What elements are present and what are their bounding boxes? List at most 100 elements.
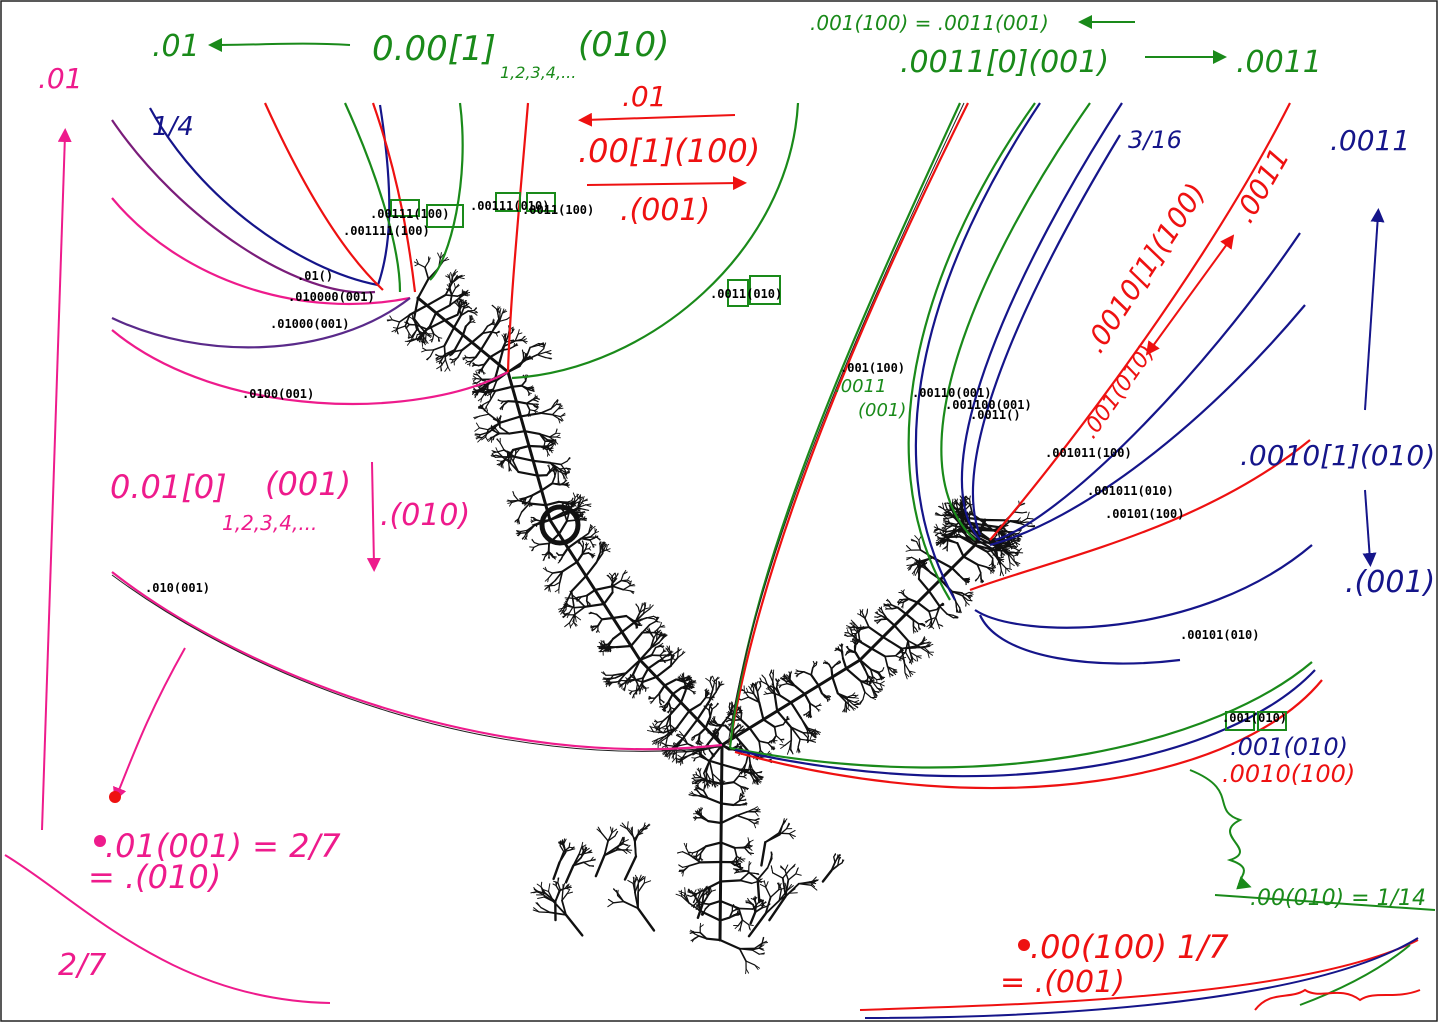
fractal-branch [661, 744, 667, 748]
fractal-branch [640, 684, 644, 690]
fractal-branch [552, 466, 556, 469]
fractal-branch [560, 460, 568, 466]
fractal-branch [992, 557, 994, 565]
fractal-branch [615, 573, 619, 578]
fractal-branch [577, 502, 579, 508]
fractal-branch [499, 442, 505, 451]
fractal-branch [429, 311, 438, 327]
fractal-branch [764, 899, 781, 915]
fractal-spine [506, 370, 552, 522]
fractal-branch [506, 359, 527, 374]
fractal-branch [754, 964, 759, 970]
fractal-branch [562, 614, 568, 619]
ray-navy-bottom-right [734, 669, 1316, 778]
fractal-branch [700, 741, 704, 744]
fractal-branch [1005, 567, 1010, 573]
fractal-branch [557, 882, 561, 891]
fractal-branch [408, 332, 413, 338]
fractal-branch [756, 685, 762, 693]
hw-red-bottom-eq: = .(001) [1000, 965, 1125, 1000]
fractal-branch [677, 757, 683, 761]
fractal-branch [659, 654, 667, 657]
fractal-branch [770, 670, 774, 676]
hw-pink-corner: 2/7 [58, 948, 106, 983]
fractal-branch [754, 817, 760, 821]
fractal-branch [692, 774, 696, 779]
fractal-branch [514, 518, 520, 523]
fractal-branch [874, 691, 876, 698]
fractal-branch [704, 841, 723, 848]
fractal-branch [941, 534, 947, 536]
fractal-branch [980, 578, 985, 582]
fractal-branch [622, 589, 631, 592]
fractal-branch [810, 884, 818, 891]
fractal-branch [568, 614, 575, 624]
fractal-branch [662, 634, 667, 638]
fractal-branch [728, 711, 731, 715]
fractal-branch [488, 349, 503, 359]
fractal-branch [999, 560, 1007, 569]
fractal-branch [540, 881, 543, 888]
fractal-branch [553, 581, 561, 587]
fractal-branch [701, 895, 709, 906]
fractal-branch [751, 947, 761, 951]
fractal-branch [555, 552, 560, 556]
fractal-branch [583, 602, 606, 608]
fractal-branch [499, 406, 502, 409]
fractal-branch [696, 742, 700, 745]
fractal-branch [570, 848, 576, 851]
fractal-branch [424, 266, 430, 280]
ray-red-top-1 [263, 102, 384, 291]
fractal-branch [715, 702, 719, 707]
fractal-branch [658, 636, 664, 644]
fractal-branch [667, 710, 670, 714]
fractal-branch [969, 495, 971, 500]
fractal-branch [948, 539, 959, 545]
fractal-branch [561, 560, 579, 573]
fractal-branch [806, 736, 809, 741]
fractal-branch [561, 611, 568, 616]
fractal-branch [776, 709, 793, 729]
fractal-branch [642, 686, 646, 690]
fractal-branch [886, 666, 890, 674]
fractal-branch [809, 879, 818, 883]
squiggle-green-bottom-right [1189, 769, 1252, 890]
fractal-branch [706, 721, 711, 726]
fractal-branch [615, 644, 633, 649]
fractal-branch [628, 689, 633, 692]
fractal-branch [911, 560, 921, 566]
fractal-branch [933, 528, 939, 533]
fractal-branch [884, 654, 897, 658]
fractal-branch [862, 691, 866, 701]
fractal-branch [1014, 540, 1021, 543]
fractal-branch [991, 567, 997, 570]
hw-red-top-main: .00[1](100) [578, 132, 760, 170]
fractal-branch [474, 392, 478, 398]
fractal-branch [942, 513, 948, 517]
fractal-branch [417, 263, 426, 268]
fractal-branch [733, 726, 739, 731]
fractal-branch [499, 307, 502, 314]
fractal-branch [574, 493, 580, 498]
fractal-branch [736, 814, 749, 820]
fractal-branch [609, 826, 613, 834]
fractal-branch [739, 871, 750, 882]
fractal-branch [999, 556, 1004, 559]
fractal-branch [915, 628, 919, 633]
fractal-branch [659, 631, 662, 637]
fractal-branch [539, 412, 554, 416]
fractal-branch [691, 777, 696, 779]
lbl-00111-100: .00111(100) [370, 207, 449, 221]
fractal-branch [475, 422, 480, 429]
fractal-branch [491, 304, 498, 311]
fractal-branch [969, 504, 974, 516]
fractal-branch [478, 371, 481, 375]
fractal-branch [786, 748, 790, 755]
fractal-branch [698, 786, 705, 792]
fractal-branch [708, 691, 717, 703]
fractal-branch [477, 385, 481, 390]
fractal-branch [938, 605, 948, 615]
fractal-branch [564, 864, 575, 884]
fractal-branch [738, 947, 753, 951]
fractal-branch [564, 483, 569, 487]
